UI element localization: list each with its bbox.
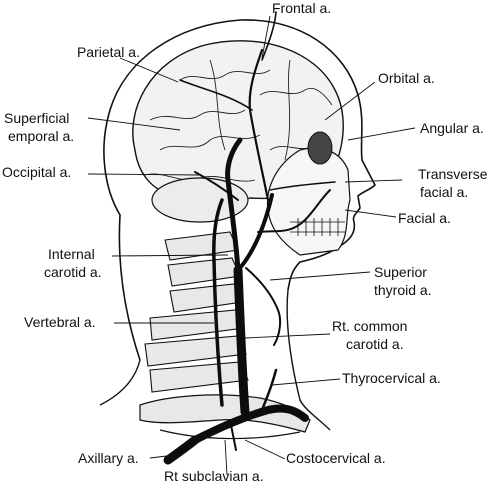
facial-artery [257, 189, 331, 233]
skull-face [266, 147, 351, 256]
label-transverse-facial-1: Transverse [418, 166, 488, 182]
superior-thyroid-artery [245, 267, 282, 346]
label-thyrocervical-artery: Thyrocervical a. [342, 370, 441, 386]
label-common-carotid-2: carotid a. [346, 336, 404, 352]
thyrocervical-artery [260, 368, 278, 412]
clavicle [139, 394, 311, 433]
internal-carotid-artery [225, 137, 243, 273]
label-orbital-artery: Orbital a. [378, 70, 435, 86]
neck-back-outline [99, 359, 141, 406]
axillary-artery [163, 435, 200, 465]
transverse-facial-artery [269, 181, 336, 191]
common-carotid-artery [233, 265, 250, 417]
external-carotid-artery [238, 193, 274, 270]
label-internal-carotid-1: Internal [48, 246, 95, 262]
label-superficial-temporal-1: Superficial [4, 110, 70, 126]
label-axillary-artery: Axillary a. [78, 450, 139, 466]
occipital-artery [194, 171, 239, 201]
label-superior-thyroid-2: thyroid a. [374, 282, 432, 298]
superficial-temporal-artery [248, 48, 270, 202]
orbit [307, 131, 333, 165]
vertebral-artery [212, 198, 224, 407]
label-vertebral-artery: Vertebral a. [24, 314, 96, 330]
arteries [163, 11, 336, 465]
frontal-artery [261, 11, 277, 61]
leader-lines [87, 15, 416, 476]
label-angular-artery: Angular a. [420, 120, 484, 136]
label-internal-carotid-2: carotid a. [44, 264, 102, 280]
cervical-spine [144, 231, 249, 393]
subclavian-artery [191, 404, 309, 444]
neck-front-outline [286, 289, 331, 431]
teeth [290, 218, 345, 236]
label-superficial-temporal-2: emporal a. [8, 128, 75, 144]
label-subclavian-artery: Rt subclavian a. [164, 468, 264, 484]
label-occipital-artery: Occipital a. [2, 164, 72, 180]
label-superior-thyroid-1: Superior [374, 264, 427, 280]
label-common-carotid-1: Rt. common [332, 318, 408, 334]
costocervical-artery [229, 419, 237, 451]
label-parietal-artery: Parietal a. [76, 44, 140, 60]
label-transverse-facial-2: facial a. [420, 184, 469, 200]
label-facial-artery: Facial a. [398, 210, 451, 226]
label-costocervical-artery: Costocervical a. [286, 450, 386, 466]
rib [159, 429, 301, 440]
label-frontal-artery: Frontal a. [272, 0, 332, 16]
parietal-artery [179, 79, 253, 111]
